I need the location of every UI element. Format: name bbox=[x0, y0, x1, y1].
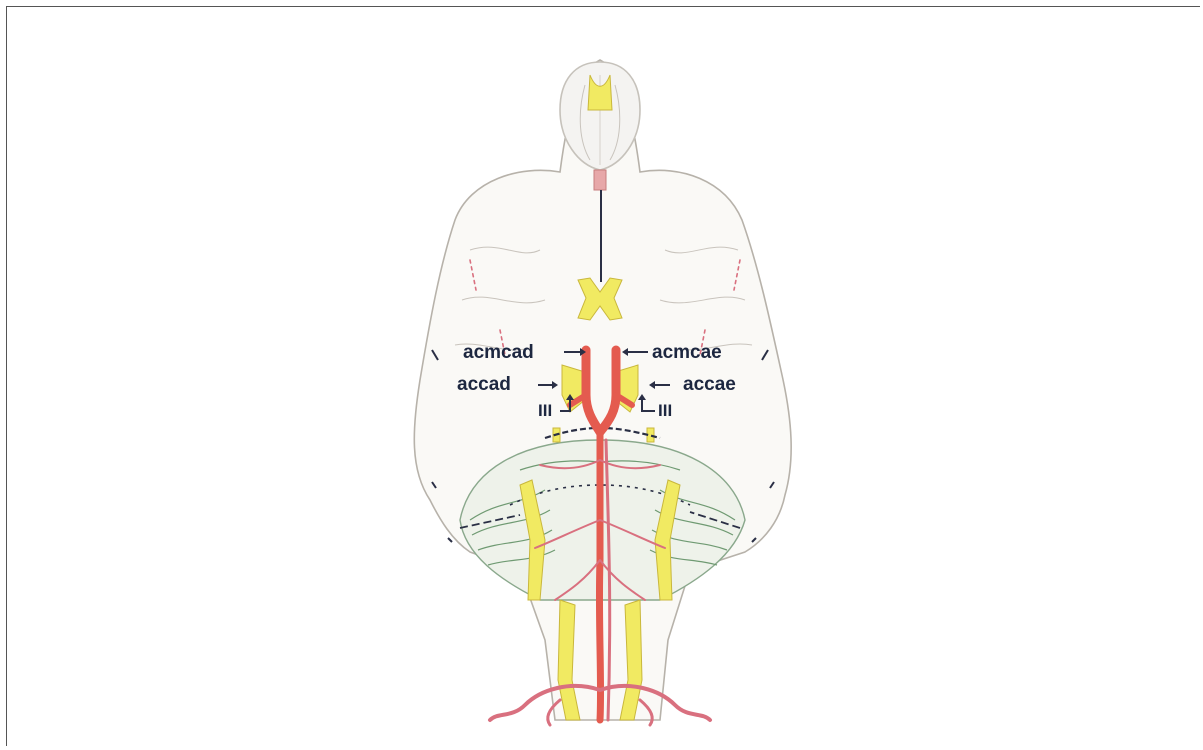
label-accae: accae bbox=[683, 374, 736, 395]
label-accad: accad bbox=[457, 374, 511, 395]
label-nerve-III-right: III bbox=[658, 401, 672, 420]
label-nerve-III-left: III bbox=[538, 401, 552, 420]
label-acmcad: acmcad bbox=[463, 342, 534, 363]
label-acmcae: acmcae bbox=[652, 342, 722, 363]
